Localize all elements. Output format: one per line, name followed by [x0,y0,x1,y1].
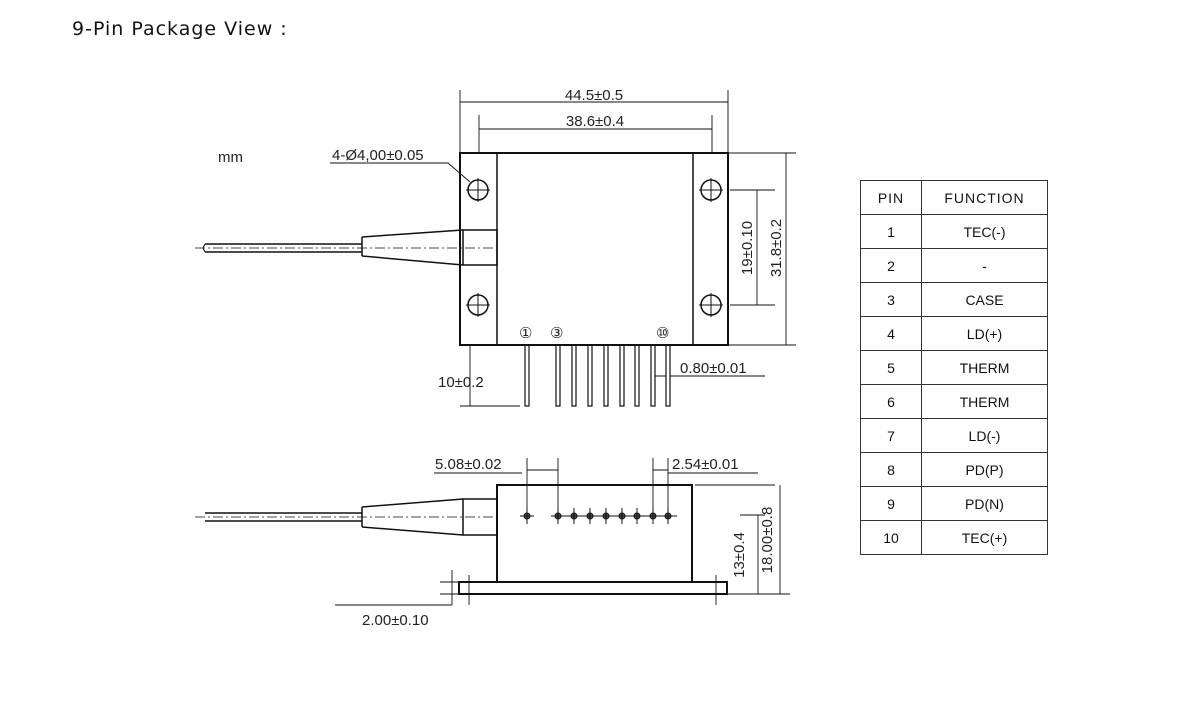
pin-number: 5 [860,350,922,385]
pin-marker-1: ① [519,325,532,342]
side-view: 5.08±0.02 2.54±0.01 13±0.4 18.00±0.8 2.0… [195,456,790,629]
table-header: PIN FUNCTION [860,180,1048,215]
pin-number: 4 [860,316,922,351]
pin-function: PD(N) [921,486,1048,521]
pin-number: 8 [860,452,922,487]
dim-pin-gap: 5.08±0.02 [435,456,502,473]
pin-function: LD(-) [921,418,1048,453]
dim-pin-width: 0.80±0.01 [680,360,747,377]
pin-number: 6 [860,384,922,419]
table-row: 2- [860,248,1048,283]
pin-number: 10 [860,520,922,555]
dim-hole-pitch: 19±0.10 [739,221,756,275]
header-pin: PIN [860,180,922,215]
pin-function: CASE [921,282,1048,317]
pin-function: THERM [921,384,1048,419]
units-label: mm [218,149,243,166]
dim-outer-width: 44.5±0.5 [565,87,623,104]
pin-number: 9 [860,486,922,521]
pin-number: 1 [860,214,922,249]
page-title: 9-Pin Package View : [72,18,288,40]
dim-total-height: 18.00±0.8 [759,507,776,574]
dim-pin-pitch: 2.54±0.01 [672,456,739,473]
dim-pin-height: 13±0.4 [731,532,748,578]
package-body [459,152,729,346]
pin-marker-10: ⑩ [656,325,669,342]
dim-base-thickness: 2.00±0.10 [362,612,429,629]
pin-function: LD(+) [921,316,1048,351]
pin-number: 2 [860,248,922,283]
pin-number: 7 [860,418,922,453]
pin-marker-3: ③ [550,325,563,342]
pin-number: 3 [860,282,922,317]
mounting-holes [466,178,723,317]
dim-height: 31.8±0.2 [768,219,785,277]
top-view: ① ③ ⑩ 44.5±0.5 38.6±0.4 4-Ø4,00±0.05 19±… [195,87,796,407]
pin-function: TEC(+) [921,520,1048,555]
pin-function: TEC(-) [921,214,1048,249]
dim-hole-spec: 4-Ø4,00±0.05 [332,147,424,164]
header-function: FUNCTION [921,180,1048,215]
pin-function: PD(P) [921,452,1048,487]
pin-function: - [921,248,1048,283]
pins [524,344,671,407]
dim-hole-width: 38.6±0.4 [566,113,624,130]
pin-function: THERM [921,350,1048,385]
dim-pin-length: 10±0.2 [438,374,484,391]
fiber-pigtail [195,229,498,266]
